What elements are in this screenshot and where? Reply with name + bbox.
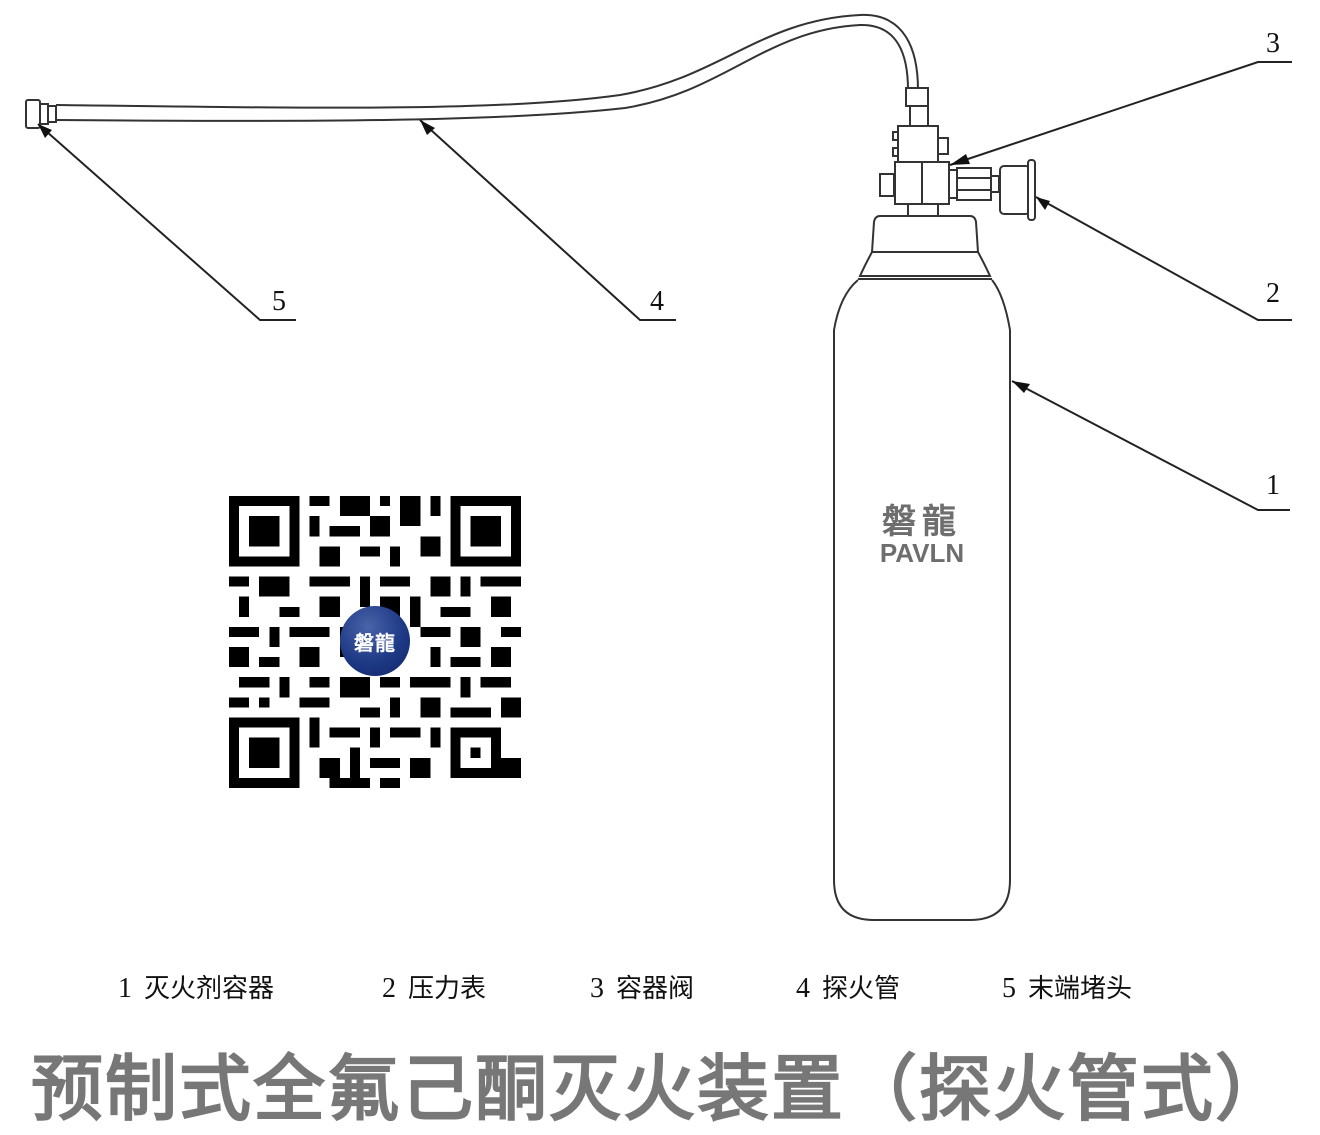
legend-num: 3 <box>590 973 604 1004</box>
legend-label: 压力表 <box>408 974 487 1004</box>
legend-item: 2 压力表 <box>382 968 486 1005</box>
callout-1: 1 <box>1266 470 1280 501</box>
callout-3: 3 <box>1266 28 1280 59</box>
pressure-gauge <box>999 159 1036 221</box>
legend-label: 末端堵头 <box>1028 974 1133 1004</box>
callout-5: 5 <box>272 286 286 317</box>
extinguisher-diagram <box>25 13 1292 921</box>
fire-detection-tube <box>55 13 919 122</box>
cylinder-body <box>833 215 1011 921</box>
callout-2: 2 <box>1266 278 1280 309</box>
legend-item: 1 灭火剂容器 <box>118 968 274 1005</box>
legend-label: 灭火剂容器 <box>144 974 275 1004</box>
legend-num: 5 <box>1002 973 1016 1004</box>
page-title: 预制式全氟己酮灭火装置（探火管式） <box>30 1047 1289 1131</box>
legend-label: 探火管 <box>822 974 901 1004</box>
legend-num: 2 <box>382 973 396 1004</box>
legend-num: 1 <box>118 973 132 1004</box>
leader-lines <box>37 61 1292 511</box>
brand-logo-en: PAVLN <box>879 538 965 568</box>
container-valve <box>879 87 1000 217</box>
callout-4: 4 <box>650 286 664 317</box>
legend-item: 5 末端堵头 <box>1002 968 1132 1005</box>
legend-num: 4 <box>796 973 810 1004</box>
legend-item: 3 容器阀 <box>590 968 694 1005</box>
brand-logo-cn: 磐龍 <box>882 502 962 542</box>
parts-legend: 1 灭火剂容器 2 压力表 3 容器阀 4 探火管 5 末端堵头 <box>0 968 1320 1008</box>
end-plug <box>25 99 57 129</box>
arrowheads <box>38 120 1050 393</box>
legend-label: 容器阀 <box>616 974 695 1004</box>
qr-brand-badge: 磐龍 <box>340 606 410 676</box>
legend-item: 4 探火管 <box>796 968 900 1005</box>
